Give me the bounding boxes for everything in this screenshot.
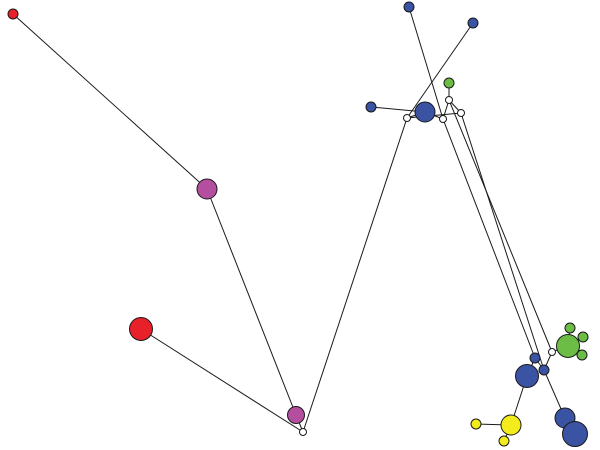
node-m1-magenta — [196, 178, 218, 200]
node-h1-white — [299, 428, 307, 436]
node-h3-white — [445, 96, 453, 104]
node-layer — [7, 1, 589, 447]
edge-r2-h1 — [140, 328, 304, 433]
edge-h4-b2 — [408, 6, 444, 120]
node-m2-magenta — [287, 406, 305, 424]
edge-h5-b6 — [460, 112, 545, 371]
edge-h4-b5 — [442, 118, 536, 359]
node-b3-blue — [467, 17, 479, 29]
edge-r1-m1 — [12, 13, 208, 190]
node-b6-blue — [538, 364, 550, 376]
node-b4-blue — [414, 101, 436, 123]
edge-h2-b3 — [406, 22, 474, 119]
node-g5-green — [576, 349, 588, 361]
node-g1-green — [443, 77, 455, 89]
edge-h1-h2 — [302, 117, 408, 433]
node-y1-yellow — [500, 414, 522, 436]
node-y3-yellow — [498, 435, 510, 447]
node-b1-blue — [365, 101, 377, 113]
node-g3-green — [564, 322, 576, 334]
edge-layer — [12, 6, 584, 442]
node-g4-green — [577, 331, 589, 343]
node-y2-yellow — [470, 418, 482, 430]
node-r1-red — [7, 8, 19, 20]
node-g2-green — [556, 334, 580, 358]
node-b2-blue — [403, 1, 415, 13]
node-b7-blue — [515, 364, 539, 388]
node-b5-blue — [529, 352, 541, 364]
node-h5-white — [457, 109, 465, 117]
edge-m1-m2 — [206, 188, 297, 416]
node-b9-blue — [562, 421, 588, 447]
node-h6-white — [548, 348, 556, 356]
edge-h3-h6 — [448, 99, 553, 353]
node-h2-white — [403, 114, 411, 122]
node-h4-white — [439, 115, 447, 123]
node-r2-red — [129, 317, 153, 341]
